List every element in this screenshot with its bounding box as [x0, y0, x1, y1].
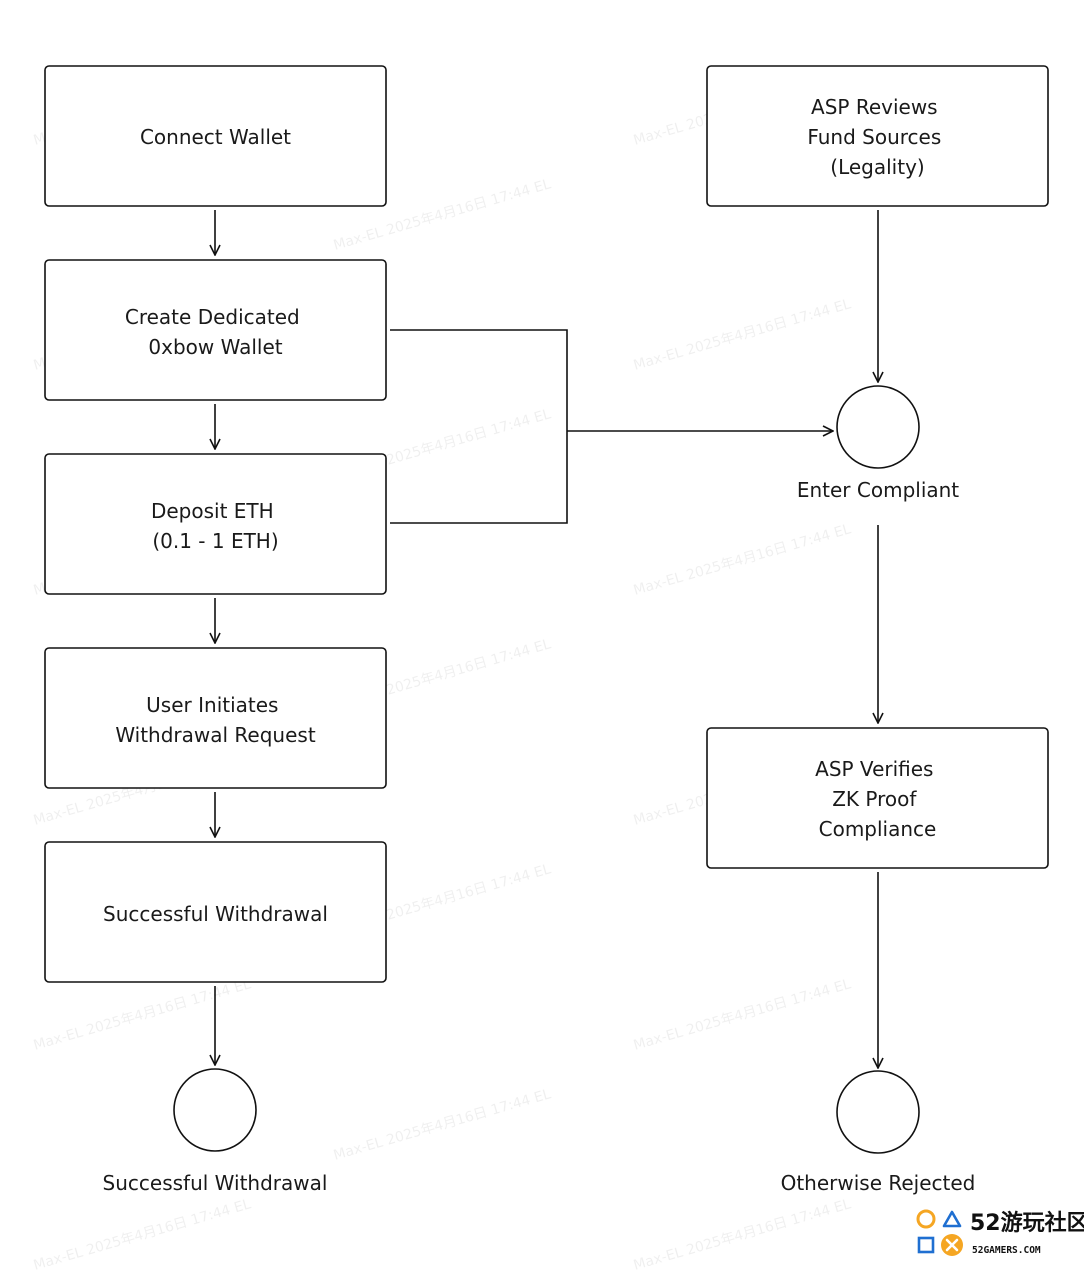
watermark: Max-EL 2025年4月16日 17:44 EL — [332, 1086, 553, 1164]
box-text-line: (Legality) — [830, 155, 924, 179]
process-box-connect-wallet: Connect Wallet — [44, 65, 387, 207]
svg-text:ASP Verifies ZK Proof: ASP Verifies ZK Proof Compliance — [815, 757, 940, 841]
process-box-successful-withdrawal: Successful Withdrawal — [44, 841, 387, 983]
terminal-circle — [836, 385, 920, 469]
logo-cross-icon — [945, 1238, 959, 1252]
svg-text:Successful Withdrawal: Successful Withdrawal — [103, 902, 328, 926]
terminal-enter-compliant: Enter Compliant — [797, 385, 959, 502]
logo-circle-icon — [916, 1209, 936, 1229]
box-text-line: Compliance — [819, 817, 937, 841]
svg-text:Connect Wallet: Connect Wallet — [140, 125, 291, 149]
site-logo: 52游玩社区 52GAMERS.COM — [916, 1209, 1084, 1256]
box-text-line: 0xbow Wallet — [148, 335, 282, 359]
watermark: Max-EL 2025年4月16日 17:44 EL — [632, 296, 853, 374]
watermark: Max-EL 2025年4月16日 17:44 EL — [32, 976, 253, 1054]
terminal-otherwise-rejected: Otherwise Rejected — [781, 1070, 976, 1195]
logo-main-text: 52游玩社区 — [970, 1210, 1084, 1236]
process-box-withdrawal-request: User Initiates Withdrawal Request — [44, 647, 387, 789]
connectors — [215, 210, 878, 1068]
terminal-successful-withdrawal: Successful Withdrawal — [103, 1068, 328, 1195]
svg-text:ASP Reviews Fund Sources: ASP Reviews Fund Sources (Legality) — [807, 95, 947, 179]
box-text-line: User Initiates — [146, 693, 278, 717]
terminal-label: Enter Compliant — [797, 478, 959, 502]
process-box-asp-reviews: ASP Reviews Fund Sources (Legality) — [706, 65, 1049, 207]
watermark: Max-EL 2025年4月16日 17:44 EL — [632, 976, 853, 1054]
terminal-label: Successful Withdrawal — [103, 1171, 328, 1195]
bracket-wallet-deposit — [390, 329, 568, 524]
box-text-line: Create Dedicated — [125, 305, 300, 329]
watermark: Max-EL 2025年4月16日 17:44 EL — [632, 521, 853, 599]
svg-text:Deposit ETH (0.1 - 1 ETH: Deposit ETH (0.1 - 1 ETH) — [151, 499, 280, 553]
box-text-line: (0.1 - 1 ETH) — [152, 529, 278, 553]
process-box-deposit-eth: Deposit ETH (0.1 - 1 ETH) — [44, 453, 387, 595]
box-text-line: Successful Withdrawal — [103, 902, 328, 926]
svg-text:Create Dedicated 0xbow W: Create Dedicated 0xbow Wallet — [125, 305, 306, 359]
logo-sub-text: 52GAMERS.COM — [972, 1245, 1041, 1256]
terminal-label: Otherwise Rejected — [781, 1171, 976, 1195]
box-text-line: Connect Wallet — [140, 125, 291, 149]
box-text-line: ZK Proof — [832, 787, 917, 811]
svg-text:User Initiates Withdraw: User Initiates Withdrawal Request — [115, 693, 316, 747]
box-text-line: ASP Verifies — [815, 757, 933, 781]
logo-icon — [916, 1209, 963, 1256]
process-box-asp-verifies: ASP Verifies ZK Proof Compliance — [706, 727, 1049, 869]
box-text-line: Fund Sources — [807, 125, 941, 149]
process-box-create-wallet: Create Dedicated 0xbow Wallet — [44, 259, 387, 401]
box-text-line: ASP Reviews — [811, 95, 938, 119]
terminal-circle — [836, 1070, 920, 1154]
box-text-line: Deposit ETH — [151, 499, 274, 523]
logo-triangle-icon — [942, 1210, 962, 1228]
terminal-circle — [173, 1068, 257, 1152]
logo-square-icon — [917, 1236, 935, 1254]
watermark: Max-EL 2025年4月16日 17:44 EL — [32, 1196, 253, 1272]
watermark: Max-EL 2025年4月16日 17:44 EL — [632, 1196, 853, 1272]
box-text-line: Withdrawal Request — [115, 723, 316, 747]
